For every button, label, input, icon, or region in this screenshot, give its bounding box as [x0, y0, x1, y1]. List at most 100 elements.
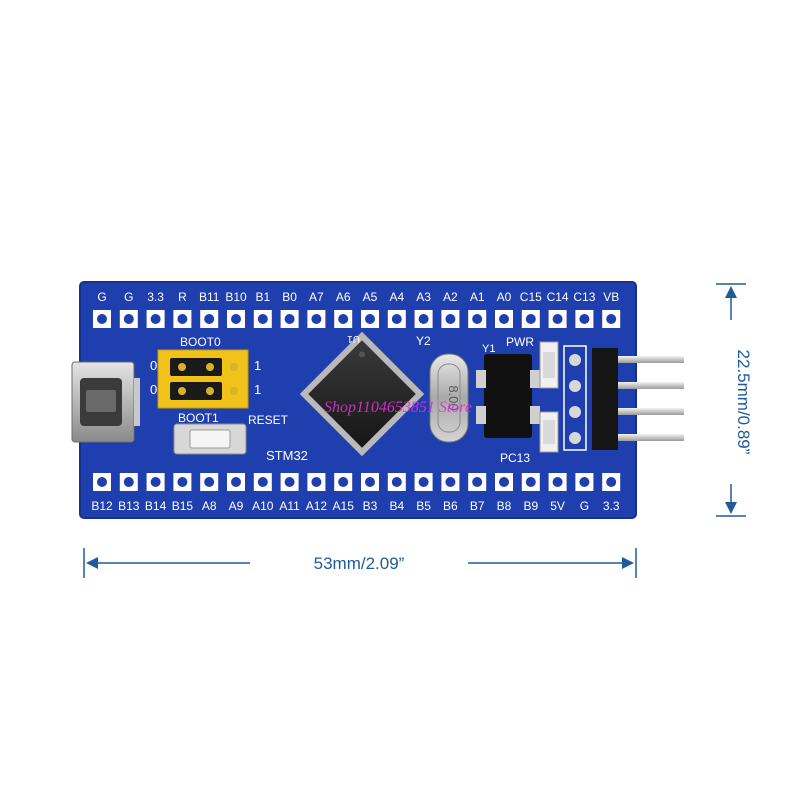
header-pad-hole [499, 314, 509, 324]
width-label: 53mm/2.09” [314, 554, 405, 573]
pin-label: B4 [389, 499, 404, 513]
pin-label: R [178, 290, 187, 304]
pin-label: A3 [416, 290, 431, 304]
header-pad-hole [123, 314, 134, 324]
header-pad-hole [97, 314, 107, 324]
top-header-pads [93, 310, 621, 328]
header-pad-hole [231, 477, 241, 487]
pin-label: A0 [497, 290, 512, 304]
micro-usb-connector [71, 361, 140, 443]
pin-label: 5V [550, 499, 565, 513]
jumper-1-top: 1 [254, 358, 261, 373]
pin-label: VB [603, 290, 619, 304]
header-pad-hole [365, 477, 375, 487]
pc13-label: PC13 [500, 451, 530, 465]
header-pad-hole [97, 477, 107, 487]
pin-label: A12 [306, 499, 328, 513]
pin-label: A1 [470, 290, 485, 304]
pin-label: B15 [172, 499, 194, 513]
header-pad-hole [338, 314, 349, 324]
header-pad-hole [284, 477, 295, 487]
y2-label: Y2 [416, 334, 431, 348]
header-pad-hole [204, 477, 215, 487]
pin-label: G [124, 290, 133, 304]
header-pad-hole [499, 477, 509, 487]
pin-label: B10 [225, 290, 247, 304]
swd-header [563, 345, 684, 451]
header-pad-hole [418, 477, 429, 487]
header-pad-hole [579, 477, 590, 487]
pin-label: 3.3 [147, 290, 164, 304]
jumper-0-top: 0 [150, 358, 157, 373]
jumper-1-bottom: 1 [254, 382, 261, 397]
crystal-frequency: 8.00 [446, 385, 461, 410]
header-pad-hole [525, 477, 536, 487]
u1-label: U1 [347, 333, 360, 344]
boot0-label: BOOT0 [180, 335, 221, 349]
header-pad-hole [606, 314, 617, 324]
boot1-label: BOOT1 [178, 411, 219, 425]
header-pad-hole [311, 477, 322, 487]
bottom-header-pads [93, 473, 621, 491]
header-pad-hole [150, 314, 161, 324]
pin-label: B8 [497, 499, 512, 513]
pin-label: B11 [199, 290, 220, 304]
pin-label: A7 [309, 290, 324, 304]
header-pad-hole [257, 477, 268, 487]
pc13-led [539, 411, 559, 453]
pin-label: B14 [145, 499, 167, 513]
pin-label: B6 [443, 499, 458, 513]
pin-label: B13 [118, 499, 140, 513]
pwr-led [539, 341, 559, 389]
pin-label: A2 [443, 290, 458, 304]
pin-label: B1 [255, 290, 270, 304]
header-pad-hole [418, 314, 429, 324]
pin-label: A15 [333, 499, 355, 513]
height-dimension [716, 283, 746, 517]
header-pad-hole [123, 477, 134, 487]
pin-label: A8 [202, 499, 217, 513]
header-pad-hole [338, 477, 349, 487]
header-pad-hole [579, 314, 590, 324]
header-pad-hole [391, 314, 402, 324]
width-dimension [83, 548, 637, 578]
header-pad-hole [525, 314, 536, 324]
pin-label: B0 [282, 290, 297, 304]
store-watermark: Shop1104653851 Store [324, 399, 472, 416]
crystal-y1 [476, 354, 540, 438]
mcu-chip [299, 331, 425, 457]
pin-label: 3.3 [603, 499, 620, 513]
jumper-0-bottom: 0 [150, 382, 157, 397]
header-pad-hole [445, 314, 456, 324]
y1-label: Y1 [482, 343, 495, 355]
pin-label: B7 [470, 499, 485, 513]
header-pad-hole [177, 314, 188, 324]
pin-label: A10 [252, 499, 274, 513]
header-pad-hole [391, 477, 402, 487]
pin-label: C13 [573, 290, 595, 304]
header-pad-hole [150, 477, 161, 487]
pin-label: A9 [229, 499, 244, 513]
header-pad-hole [231, 314, 241, 324]
pin-label: A11 [279, 499, 300, 513]
header-pad-hole [177, 477, 188, 487]
boot-jumper-block [157, 349, 249, 409]
header-pad-hole [365, 314, 375, 324]
pin-label: C14 [547, 290, 569, 304]
pin-label: A5 [363, 290, 378, 304]
pin-label: B12 [91, 499, 113, 513]
pin-label: B3 [363, 499, 378, 513]
header-pad-hole [311, 314, 322, 324]
header-pad-hole [284, 314, 295, 324]
header-pad-hole [606, 477, 617, 487]
header-pad-hole [257, 314, 268, 324]
header-pad-hole [472, 314, 483, 324]
crystal-y2 [429, 353, 469, 443]
header-pad-hole [552, 477, 563, 487]
pin-label: A4 [389, 290, 404, 304]
header-pad-hole [445, 477, 456, 487]
